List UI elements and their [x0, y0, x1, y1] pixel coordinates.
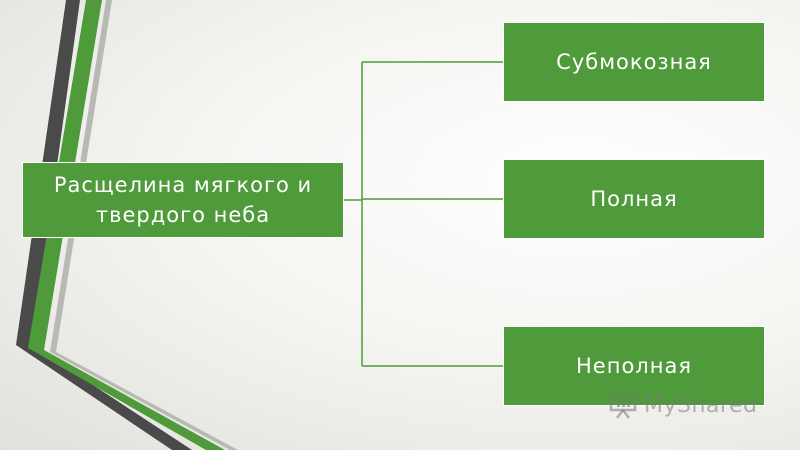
- dark-stripe: [16, 0, 192, 450]
- child-node-label: Полная: [590, 187, 678, 211]
- child-node-label: Субмокозная: [556, 50, 712, 74]
- child-node-submucous: Субмокозная: [503, 22, 765, 102]
- watermark: MyShared: [608, 388, 757, 422]
- child-node-label: Неполная: [576, 354, 692, 378]
- child-node-incomplete: Неполная: [503, 326, 765, 406]
- green-stripe: [28, 0, 225, 450]
- presentation-board-icon: [609, 392, 637, 419]
- root-node-label: Расщелина мягкого и твердого неба: [53, 173, 313, 227]
- watermark-text: MyShared: [644, 392, 758, 418]
- child-node-complete: Полная: [503, 159, 765, 239]
- root-node: Расщелина мягкого и твердого неба: [22, 162, 344, 238]
